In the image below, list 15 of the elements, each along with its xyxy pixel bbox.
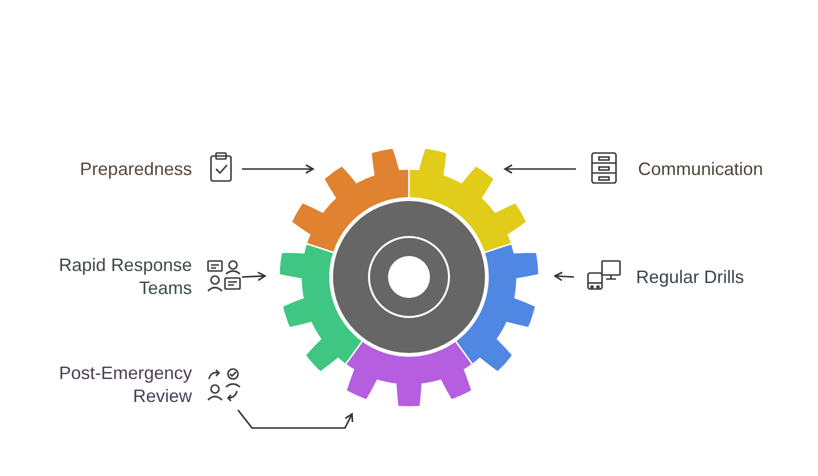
arrow xyxy=(554,272,574,282)
label-text: Regular Drills xyxy=(636,266,744,288)
label-text: Preparedness xyxy=(80,158,192,180)
gear-segment xyxy=(344,340,474,408)
label-text: Communication xyxy=(638,158,764,180)
label-text: Rapid Response Teams xyxy=(58,254,192,300)
arrow xyxy=(242,164,314,174)
arrow xyxy=(504,164,576,174)
gear-segment xyxy=(454,242,540,374)
gear-segment xyxy=(278,242,364,374)
label-text: Post-Emergency Review xyxy=(58,362,192,408)
arrow xyxy=(242,272,266,282)
gear-segment xyxy=(290,147,410,254)
gear-segment xyxy=(408,147,528,254)
arrow xyxy=(237,410,354,429)
